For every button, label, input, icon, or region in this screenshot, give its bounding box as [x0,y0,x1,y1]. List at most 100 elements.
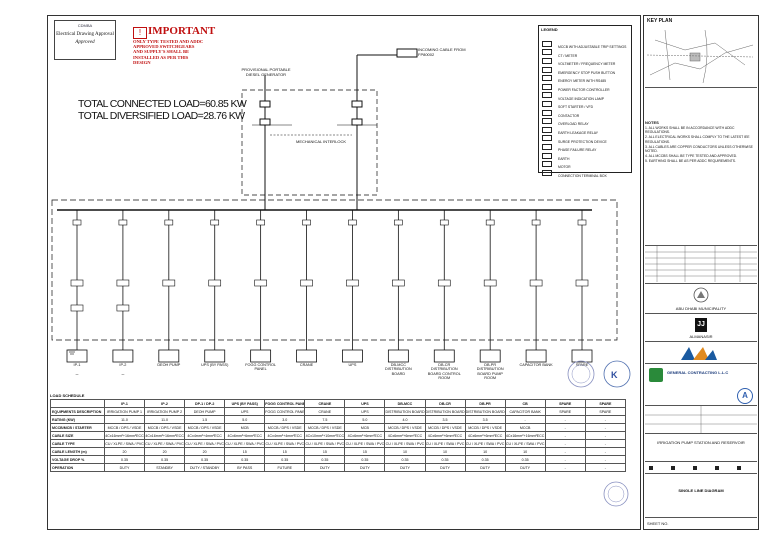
schedule-cell: IRRIGATION PUMP 2 [144,407,186,416]
schedule-cell: DUTY [344,463,386,472]
schedule-cell: IRRIGATION PUMP 1 [103,407,146,416]
approval-title: Electrical Drawing Approval [56,32,114,37]
schedule-column-header: UPS (BY PASS) [224,399,266,408]
schedule-cell: 0.35 [184,455,226,464]
legend-symbol-icon [542,83,552,90]
feeder-cb [525,210,547,363]
client-logo-block: ABU DHABI MUNICIPALITY [645,283,757,314]
schedule-cell: 4Cx4mm²+4mm²ECC [184,431,226,440]
schedule-cell: - [584,447,627,456]
feeder-label-ip-2: IP-2 [119,363,127,367]
feeder-pcp [250,210,272,363]
schedule-cell: - [584,431,627,440]
schedule-cell: DISTRIBUTION BOARD PUMP ROOM [464,407,506,416]
architect-logo-block [645,341,757,364]
schedule-column-header: SPARE [584,399,627,408]
schedule-cell: MCB [224,423,266,432]
schedule-cell: 1.5 [184,415,226,424]
schedule-cell: - [544,431,586,440]
legend-symbol-icon [542,143,552,150]
legend-label: CONTACTOR [558,113,580,118]
schedule-cell: 0.35 [103,455,146,464]
feeder-label-pcp: FOGG CONTROL PANEL [245,363,277,372]
schedule-cell: 4Cx6mm²+6mm²ECC [464,431,506,440]
feeder-db-pr [479,210,501,363]
schedule-column-header: FOGG CONTROL PANEL (FUTURE) [264,399,306,408]
schedule-cell: FOGG CONTROL PANEL (FUTURE) [264,407,306,416]
legend-title: LEGEND [541,27,558,32]
schedule-cell: DISTRIBUTION BOARD MCC [384,407,426,416]
revision-table [645,245,757,284]
contractor-seal-icon: A [737,388,753,404]
schedule-cell: - [544,463,586,472]
feeder-ups-b [204,210,226,363]
total-diversified-load: TOTAL DIVERSIFIED LOAD=28.76 KW [78,110,245,122]
schedule-cell: MCCB / DPS / VSDE [384,423,426,432]
legend-label: OVERLOAD RELAY [558,122,589,127]
schedule-cell: CU / XLPE / SWA / PVC [344,439,386,448]
schedule-cell: 10 [384,447,426,456]
info-block [645,405,757,434]
legend-symbol-icon [542,92,552,99]
important-heading: IMPORTANT [148,25,216,37]
schedule-cell: DUTY [504,463,546,472]
schedule-cell: 15 [264,447,306,456]
total-loads: TOTAL CONNECTED LOAD=60.85 KW TOTAL DIVE… [78,98,247,122]
feeder-label-db-pr: DB-PR DISTRIBUTION BOARD PUMP ROOM [476,363,504,380]
schedule-cell: 0.35 [344,455,386,464]
legend-symbol-icon [542,57,552,64]
legend-symbol-icon [542,100,552,107]
client-name: ABU DHABI MUNICIPALITY [675,306,727,311]
legend-label: POWER FACTOR CONTROLLER [558,88,610,92]
key-plan-map [646,29,754,84]
schedule-row-label: EQUIPMENTS DESCRIPTION [50,407,105,416]
legend-symbol-icon [542,118,552,125]
legend-label: VOLTMETER / FREQUENCY METER [558,62,616,67]
approval-status: Approved [75,40,95,45]
schedule-cell: 4Cx6mm²+6mm²ECC [344,431,386,440]
schedule-title: LOAD SCHEDULE [50,393,85,398]
schedule-cell: 3.5 [424,415,466,424]
schedule-column-header: DB-CR [424,399,466,408]
project-name: IRRIGATION PUMP STATION AND RESERVOIR [657,440,745,445]
feeder-label-dp-1: DEOH PUMP [157,363,181,367]
stage-checkbox-row [649,466,741,470]
bottom-stamp [603,481,629,507]
schedule-row-label: CABLE SIZE [50,431,105,440]
schedule-cell: 20 [144,447,186,456]
schedule-cell: MCCB / DPS / VSDE [103,423,146,432]
single-line-diagram: MM [51,48,618,375]
schedule-cell: - [544,423,586,432]
total-connected-load: TOTAL CONNECTED LOAD=60.85 KW [78,98,247,110]
schedule-cell: 3.0 [264,415,306,424]
schedule-cell: 4Cx16mm²+16mm²ECC [103,431,146,440]
schedule-cell: 3.5 [464,415,506,424]
legend-item: EARTH LEAKAGE RELAY [542,121,630,139]
schedule-cell: MCB [344,423,386,432]
approval-org: CDMBA [77,23,93,28]
schedule-cell: 0.35 [304,455,346,464]
schedule-cell: SPARE [584,407,627,416]
feeder-label-ups-b: UPS (BY PASS) [201,363,229,367]
legend-symbol-icon [542,109,552,116]
legend-item: SURGE PROTECTION DEVICE [542,130,630,148]
key-plan: KEY PLAN [645,17,757,88]
contractor-logo-icon [649,368,663,382]
consultant-logo-block: JJ ALMANASIR [645,313,757,342]
notes-title: NOTES [645,120,659,125]
legend-item: VOLTAGE INDICATION LAMP [542,87,630,105]
important-text: ONLY TYPE TESTED AND ADDC APPROVED SWITC… [133,39,204,65]
project-block: IRRIGATION PUMP STATION AND RESERVOIR [645,433,757,462]
legend-item: MCCB WITH ADJUSTABLE TRIP SETTINGS [542,35,630,53]
schedule-cell: 10 [424,447,466,456]
feeder-label-cb: CAPACITOR BANK [519,363,553,367]
schedule-cell: CAPACITOR BANK [504,407,546,416]
schedule-cell: 20 [103,447,146,456]
notes-list: 1. ALL WORKS SHALL BE IN ACCORDANCE WITH… [645,126,757,164]
schedule-column-header: UPS [344,399,386,408]
legend-label: VOLTAGE INDICATION LAMP [558,96,604,101]
legend-symbol-icon [542,49,552,56]
sheet-number-block: SHEET NO. [645,517,757,530]
schedule-corner-cell [50,399,105,408]
schedule-cell: CU / XLPE / SWA / PVC [103,439,146,448]
